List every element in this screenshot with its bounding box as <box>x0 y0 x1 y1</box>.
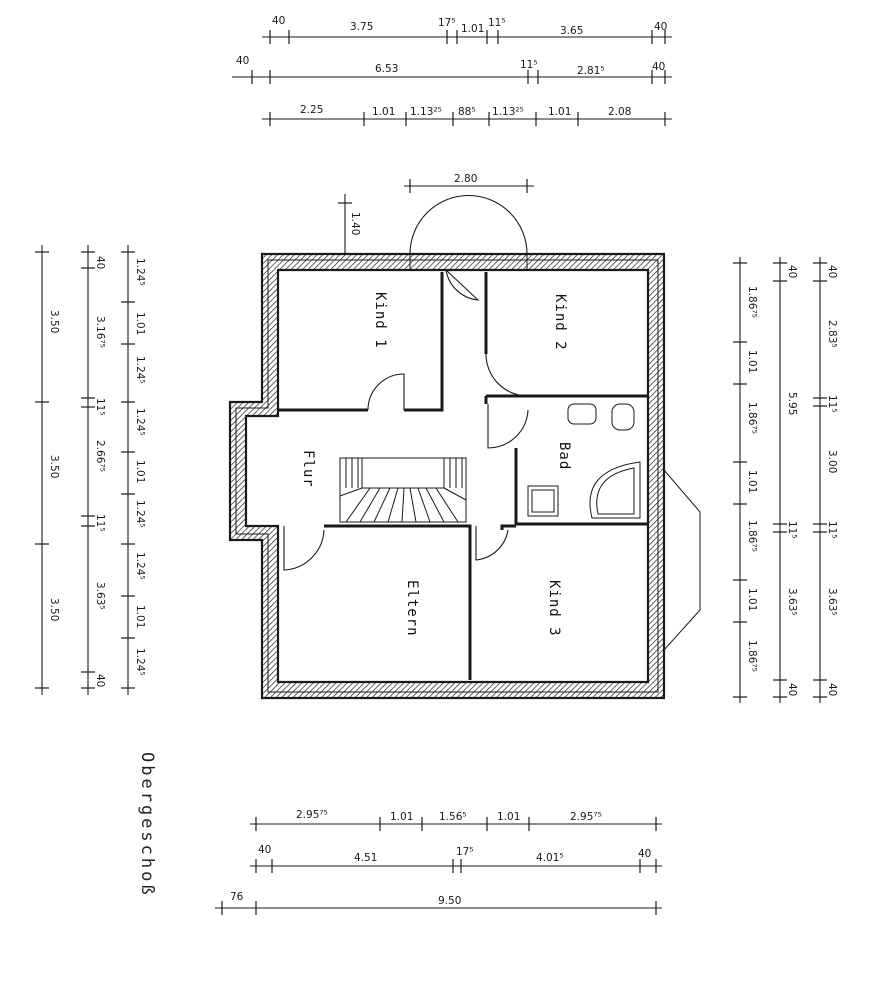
top-row3-dim-3: 1.13²⁵ <box>410 106 442 118</box>
left-col3-dim-6: 1.24⁵ <box>134 500 146 528</box>
top-row1-dim-5: 11⁵ <box>488 17 506 29</box>
left-col2-dim-5: 11⁵ <box>94 514 106 532</box>
right-col1-dim-1: 1.86⁷⁵ <box>746 286 758 318</box>
top-row3-dim-2: 1.01 <box>372 106 395 118</box>
left-col2-dim-7: 40 <box>94 674 106 687</box>
right-col2-dim-4: 3.63⁵ <box>786 588 798 616</box>
bottom-row3-dim-1: 76 <box>230 891 244 903</box>
right-col3-dim-4: 3.00 <box>826 450 838 473</box>
bottom-row2-dim-3: 17⁵ <box>456 846 474 858</box>
right-col1-dim-5: 1.86⁷⁵ <box>746 520 758 552</box>
room-label-bad: Bad <box>556 442 572 470</box>
right-col3-dim-7: 40 <box>826 683 838 696</box>
left-col2-dim-3: 11⁵ <box>94 398 106 416</box>
bathroom-fixtures <box>527 403 641 519</box>
bay-depth-dim: 1.40 <box>349 212 361 235</box>
bottom-dimensions: 2.95⁷⁵ 1.01 1.56⁵ 1.01 2.95⁷⁵ 40 4.51 17… <box>215 809 662 915</box>
bottom-row2-dim-4: 4.01⁵ <box>536 852 564 864</box>
left-col3-dim-1: 1.24⁵ <box>134 258 146 286</box>
top-row2-dim-4: 2.81⁵ <box>577 65 605 77</box>
bottom-row1-dim-5: 2.95⁷⁵ <box>570 811 602 823</box>
bottom-row2-dim-2: 4.51 <box>354 852 377 864</box>
bay-width-dim: 2.80 <box>454 173 477 185</box>
top-row3-dim-1: 2.25 <box>300 104 323 116</box>
left-col3-dim-8: 1.01 <box>134 605 146 628</box>
top-row3-dim-4: 88⁵ <box>458 106 476 118</box>
bottom-row2-dim-1: 40 <box>258 844 271 856</box>
left-col3-dim-7: 1.24⁵ <box>134 552 146 580</box>
right-col1-dim-2: 1.01 <box>746 350 758 373</box>
floor-title: Obergeschoß <box>137 752 157 898</box>
building-outline <box>228 195 701 700</box>
room-label-eltern: Eltern <box>404 580 420 637</box>
top-row3-dim-5: 1.13²⁵ <box>492 106 524 118</box>
left-col2-dim-2: 3.16⁷⁵ <box>94 316 106 348</box>
left-col3-dim-4: 1.24⁵ <box>134 408 146 436</box>
right-col3-dim-3: 11⁵ <box>826 395 838 413</box>
top-row2-dim-1: 40 <box>236 55 249 67</box>
right-col2-dim-1: 40 <box>786 265 798 278</box>
left-col2-dim-1: 40 <box>94 256 106 269</box>
left-dimensions: 3.50 3.50 3.50 40 3.16⁷⁵ 11⁵ 2.66⁷⁵ 11⁵ … <box>35 245 146 695</box>
right-col3-dim-5: 11⁵ <box>826 521 838 539</box>
top-row2-dim-2: 6.53 <box>375 63 398 75</box>
left-col3-dim-3: 1.24⁵ <box>134 356 146 384</box>
left-col3-dim-2: 1.01 <box>134 312 146 335</box>
top-row1-dim-1: 40 <box>272 15 285 27</box>
right-col3-dim-2: 2.83⁵ <box>826 320 838 348</box>
top-dimensions: 40 3.75 17⁵ 1.01 11⁵ 3.65 40 40 6.53 11⁵… <box>232 15 672 262</box>
room-label-kind-3: Kind 3 <box>546 580 562 637</box>
bottom-row2-dim-5: 40 <box>638 848 651 860</box>
top-row1-dim-6: 3.65 <box>560 25 583 37</box>
bottom-row1-dim-1: 2.95⁷⁵ <box>296 809 328 821</box>
right-col2-dim-5: 40 <box>786 683 798 696</box>
bottom-row1-dim-3: 1.56⁵ <box>439 811 467 823</box>
right-col1-dim-6: 1.01 <box>746 588 758 611</box>
right-col2-dim-3: 11⁵ <box>786 521 798 539</box>
bottom-row3-dim-2: 9.50 <box>438 895 461 907</box>
left-col3-dim-5: 1.01 <box>134 460 146 483</box>
room-label-kind-2: Kind 2 <box>552 294 568 351</box>
left-col3-dim-9: 1.24⁵ <box>134 648 146 676</box>
room-label-flur: Flur <box>300 450 316 488</box>
left-col1-dim-2: 3.50 <box>48 455 60 478</box>
left-col2-dim-4: 2.66⁷⁵ <box>94 440 106 472</box>
top-row3-dim-6: 1.01 <box>548 106 571 118</box>
bottom-row1-dim-4: 1.01 <box>497 811 520 823</box>
top-row3-dim-7: 2.08 <box>608 106 631 118</box>
room-label-kind-1: Kind 1 <box>372 292 388 349</box>
bottom-row1-dim-2: 1.01 <box>390 811 413 823</box>
right-col1-dim-7: 1.86⁷⁵ <box>746 640 758 672</box>
top-row2-dim-3: 11⁵ <box>520 59 538 71</box>
top-row2-dim-5: 40 <box>652 61 665 73</box>
top-row1-dim-4: 1.01 <box>461 23 484 35</box>
right-col2-dim-2: 5.95 <box>786 392 798 415</box>
right-col1-dim-3: 1.86⁷⁵ <box>746 402 758 434</box>
top-row1-dim-7: 40 <box>654 21 667 33</box>
left-col1-dim-3: 3.50 <box>48 598 60 621</box>
right-col3-dim-1: 40 <box>826 265 838 278</box>
left-col2-dim-6: 3.63⁵ <box>94 582 106 610</box>
left-col1-dim-1: 3.50 <box>48 310 60 333</box>
top-row1-dim-3: 17⁵ <box>438 17 456 29</box>
top-row1-dim-2: 3.75 <box>350 21 373 33</box>
staircase <box>339 457 467 523</box>
right-dimensions: 1.86⁷⁵ 1.01 1.86⁷⁵ 1.01 1.86⁷⁵ 1.01 1.86… <box>733 257 838 703</box>
right-col1-dim-4: 1.01 <box>746 470 758 493</box>
right-col3-dim-6: 3.63⁵ <box>826 588 838 616</box>
